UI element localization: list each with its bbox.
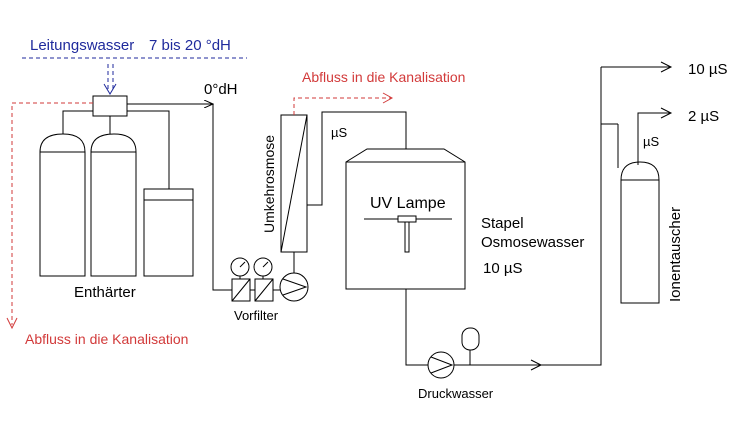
osmosewasser-label: Osmosewasser	[481, 234, 584, 251]
tank-outlet-line	[405, 289, 428, 366]
brine-tank	[143, 188, 194, 277]
uv-lampe-label: UV Lampe	[370, 195, 446, 212]
leitungswasser-label: Leitungswasser	[30, 37, 134, 54]
enthaerter-label: Enthärter	[74, 284, 136, 301]
ionentauscher-label: Ionentauscher	[667, 207, 684, 302]
ion-exchanger	[620, 161, 660, 304]
umkehrosmose-label: Umkehrosmose	[261, 135, 277, 233]
line-to-prefilter	[212, 104, 232, 291]
softener-drain-line	[11, 102, 93, 325]
output-10-label: 10 µS	[688, 61, 728, 78]
output-2-label: 2 µS	[688, 108, 719, 125]
abfluss-top-label: Abfluss in die Kanalisation	[302, 69, 465, 85]
tank-conductivity-label: 10 µS	[483, 260, 523, 277]
pressure-vessel	[461, 327, 480, 365]
softener-cylinder-left	[39, 133, 86, 277]
brine-line	[127, 110, 170, 189]
prefilter-1	[230, 257, 251, 302]
line-to-tank	[358, 111, 407, 149]
prefilter-2	[253, 257, 274, 302]
softener-left-feed	[62, 110, 93, 134]
mu-s-ion-label: µS	[643, 134, 659, 149]
vorfilter-label: Vorfilter	[234, 308, 279, 323]
stapel-label: Stapel	[481, 215, 524, 232]
softener-valve	[92, 95, 128, 117]
osmosis-drain-arrow	[382, 92, 394, 104]
abfluss-bottom-label: Abfluss in die Kanalisation	[25, 331, 188, 347]
osmosis-drain-line	[293, 97, 392, 115]
tap-water-inlet-arrow	[103, 64, 117, 95]
softener-drain-arrow	[6, 317, 18, 330]
softener-cylinder-right	[90, 133, 137, 277]
hardness-range-label: 7 bis 20 °dH	[149, 37, 231, 54]
osmosis-pump	[279, 272, 309, 302]
mu-s-osmose-label: µS	[331, 125, 347, 140]
zero-dh-label: 0°dH	[204, 81, 238, 98]
permeate-line	[307, 111, 358, 206]
uv-lamp	[364, 215, 452, 253]
druckwasser-label: Druckwasser	[418, 386, 494, 401]
riser-line	[540, 67, 602, 366]
pressure-pump	[427, 351, 455, 379]
output-2-line	[637, 112, 670, 165]
